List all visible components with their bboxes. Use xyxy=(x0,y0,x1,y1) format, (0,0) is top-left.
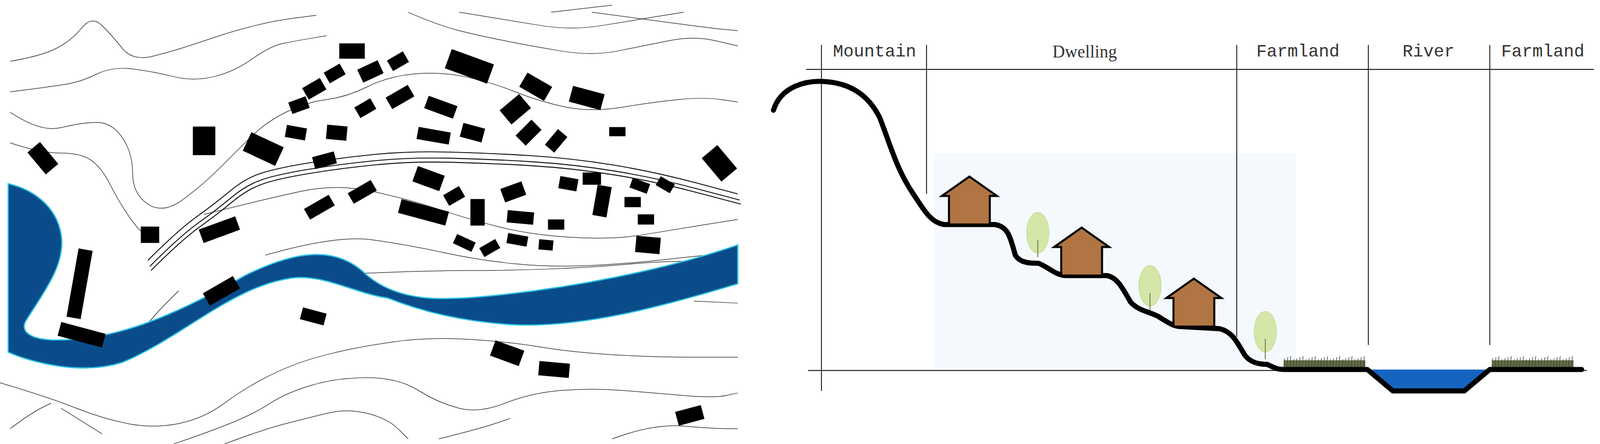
column-label: Farmland xyxy=(1501,42,1585,62)
river-map xyxy=(7,183,738,368)
terrain-profile xyxy=(773,81,1582,391)
column-label: Mountain xyxy=(832,42,917,62)
column-label: Dwelling xyxy=(1052,42,1117,62)
column-label: River xyxy=(1402,42,1455,62)
trees xyxy=(1026,211,1277,360)
road xyxy=(148,151,741,270)
contour-lines xyxy=(0,4,738,444)
column-label: Farmland xyxy=(1256,42,1340,62)
dwelling-zone-shade xyxy=(933,153,1296,368)
building-footprints xyxy=(27,43,737,426)
section-frame xyxy=(806,45,1595,391)
houses xyxy=(941,176,1222,327)
